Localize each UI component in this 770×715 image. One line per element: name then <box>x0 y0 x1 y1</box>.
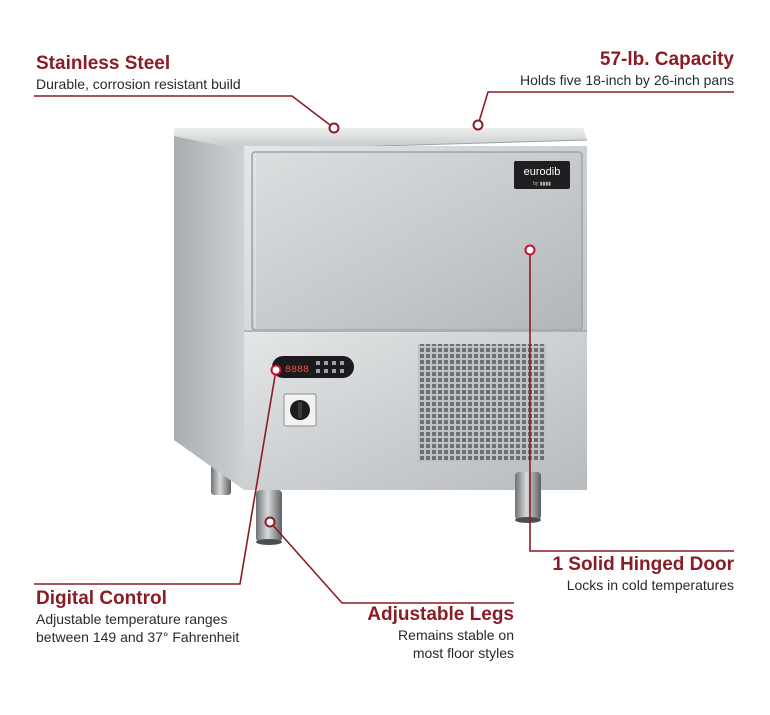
callout-title: 1 Solid Hinged Door <box>552 554 734 575</box>
marker-capacity <box>472 119 484 131</box>
leader-legs <box>269 521 514 604</box>
marker-control <box>270 364 282 376</box>
callout-capacity: 57-lb. Capacity Holds five 18-inch by 26… <box>520 49 734 89</box>
callout-desc-line1: Remains stable on <box>398 627 514 643</box>
callout-digital-control: Digital Control Adjustable temperature r… <box>36 588 239 646</box>
callout-desc-line2: between 149 and 37° Fahrenheit <box>36 629 240 645</box>
callout-stainless-steel: Stainless Steel Durable, corrosion resis… <box>36 53 241 93</box>
callout-title: Stainless Steel <box>36 53 171 74</box>
callout-desc: Durable, corrosion resistant build <box>36 76 241 92</box>
brand-logo-text: eurodib <box>524 166 561 178</box>
callout-hinged-door: 1 Solid Hinged Door Locks in cold temper… <box>552 554 734 594</box>
control-display-readout: 8888 <box>285 365 309 376</box>
leader-capacity <box>477 91 734 126</box>
top-surface <box>174 128 587 150</box>
leader-control <box>34 369 277 585</box>
callout-title: Digital Control <box>36 588 167 609</box>
callout-adjustable-legs: Adjustable Legs Remains stable on most f… <box>367 604 514 662</box>
leg-front-right <box>515 472 541 520</box>
callout-desc-line2: most floor styles <box>412 645 514 661</box>
leader-door <box>529 250 734 552</box>
brand-logo-sub: by ▮▮▮▮ <box>533 181 551 187</box>
leader-steel <box>34 95 335 129</box>
side-panel <box>174 136 244 490</box>
callout-desc: Locks in cold temperatures <box>566 577 734 593</box>
marker-door <box>524 244 536 256</box>
callout-desc: Holds five 18-inch by 26-inch pans <box>519 72 734 88</box>
callout-title: 57-lb. Capacity <box>599 49 734 70</box>
leg-front-left <box>256 490 282 542</box>
callout-desc-line1: Adjustable temperature ranges <box>36 611 228 627</box>
vent-grille <box>418 344 546 462</box>
marker-legs <box>264 516 276 528</box>
callout-title: Adjustable Legs <box>367 604 514 625</box>
brand-logo <box>514 161 570 189</box>
marker-steel <box>328 122 340 134</box>
